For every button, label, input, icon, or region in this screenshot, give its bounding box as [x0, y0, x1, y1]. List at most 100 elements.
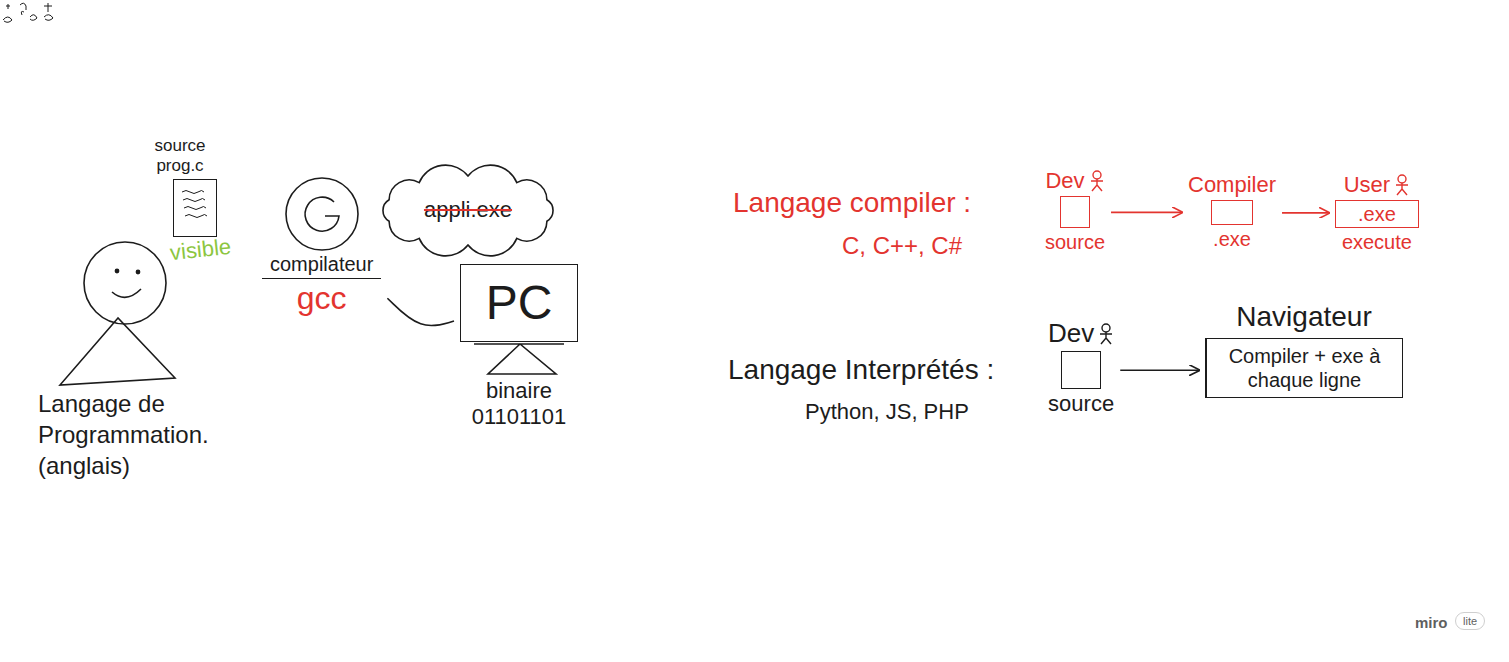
monitor-stand: [460, 342, 578, 378]
node-head-group: Dev: [1045, 168, 1104, 194]
node-head-group: Compiler: [1188, 172, 1276, 198]
node-caption: source: [1048, 391, 1114, 417]
node-foot-group: source: [1048, 391, 1114, 417]
node-caption: execute: [1342, 230, 1412, 254]
scribble: [44, 3, 53, 20]
person-body: [1091, 179, 1103, 191]
scribble: [6, 4, 10, 9]
node-text: appli.exe: [424, 197, 512, 223]
flow-arrow: [1111, 212, 1182, 214]
text-row: Navigateur: [1236, 300, 1371, 334]
small-box: .exe: [1335, 200, 1419, 228]
text-row: User: [1344, 172, 1410, 198]
watermark-badge: lite: [1455, 612, 1485, 630]
output-cloud: appli.exe: [372, 163, 564, 258]
person-body: [1100, 332, 1112, 344]
flow-arrow: [387, 298, 454, 325]
process-box: Dev source: [1048, 318, 1114, 418]
text-row: source prog.c: [144, 136, 216, 177]
text-row: .exe: [1213, 227, 1251, 251]
document-line: [182, 190, 204, 193]
section-heading: Langage Interprétés :: [728, 352, 994, 388]
gear-glyph: [305, 197, 339, 231]
stick-figure: [60, 242, 175, 385]
scribble: [30, 15, 37, 21]
small-box: [1060, 196, 1090, 228]
document-icon: [173, 179, 217, 237]
cloud-shape: appli.exe: [372, 163, 564, 258]
language-list: Python, JS, PHP: [805, 398, 969, 427]
node-heading: Dev: [1045, 168, 1084, 194]
document-lines: [174, 180, 215, 235]
text-row: compilateur: [262, 252, 381, 279]
node-text: PC: [486, 279, 553, 327]
person-head: [1102, 324, 1110, 332]
person-icon: [1394, 174, 1410, 196]
corner-scribble: [3, 3, 53, 22]
node-text: Compiler + exe à chaque ligne: [1217, 344, 1392, 392]
node-caption: compilateur: [262, 252, 381, 279]
node-heading: Compiler: [1188, 172, 1276, 198]
figure-body: [60, 318, 175, 385]
person-head: [1398, 175, 1406, 183]
computer-shape: PC: [460, 264, 578, 378]
document-line: [185, 214, 207, 217]
document-line: [184, 206, 206, 209]
text-row: appli.exe: [424, 197, 512, 223]
node-caption: gcc: [297, 279, 347, 317]
text-row: Compiler + exe à chaque ligne: [1217, 344, 1392, 392]
node-caption: .exe: [1213, 227, 1251, 251]
node-foot-group: source: [1045, 230, 1105, 254]
caption-label: Langage de Programmation. (anglais): [38, 388, 253, 482]
annotation-label: visible: [169, 233, 233, 268]
flow-arrow: [1282, 212, 1329, 214]
process-box: Compiler .exe: [1188, 172, 1276, 251]
node-head-group: Dev: [1048, 318, 1114, 349]
text-row: Dev: [1048, 318, 1114, 349]
scribble: [3, 17, 12, 22]
text-row: source: [1045, 230, 1105, 254]
compiler-circle: [284, 176, 360, 252]
node-foot-group: .exe: [1213, 227, 1251, 251]
node-heading: source prog.c: [144, 136, 216, 177]
person-head: [1093, 171, 1101, 179]
small-box: [1211, 200, 1253, 225]
node-text: .exe: [1358, 202, 1396, 226]
figure-eye: [136, 270, 139, 273]
node-caption: binaire 01101101: [464, 378, 574, 431]
node-head-group: source prog.c: [144, 136, 216, 177]
document-line: [183, 198, 205, 201]
section-heading: Langage compiler :: [733, 185, 971, 221]
computer-node: PC binaire 01101101: [460, 264, 578, 431]
compiler-symbol: [284, 176, 360, 252]
figure-head: [84, 242, 166, 324]
node-foot-group: compilateurgcc: [262, 252, 381, 317]
figure-smile: [112, 289, 141, 297]
person-body: [1396, 183, 1408, 195]
node-heading: User: [1344, 172, 1390, 198]
flow-arrow: [1120, 369, 1199, 371]
scribble: [20, 3, 26, 15]
node-foot-group: execute: [1342, 230, 1412, 254]
text-row: gcc: [297, 279, 347, 317]
monitor-screen: PC: [460, 264, 578, 342]
text-row: binaire 01101101: [464, 378, 574, 431]
source-file: source prog.c: [143, 136, 217, 237]
process-box: Dev source: [1045, 168, 1105, 254]
language-list: C, C++, C#: [842, 230, 962, 261]
compiler-node: compilateurgcc: [262, 176, 381, 317]
browser-box: NavigateurCompiler + exe à chaque ligne: [1205, 300, 1403, 398]
node-foot-group: binaire 01101101: [464, 378, 574, 431]
node-head-group: Navigateur: [1236, 300, 1371, 334]
figure-eye: [115, 269, 118, 272]
watermark: miro: [1415, 613, 1448, 633]
text-row: source: [1048, 391, 1114, 417]
node-heading: Dev: [1048, 318, 1094, 349]
browser-frame: Compiler + exe à chaque ligne: [1205, 338, 1403, 398]
process-box: User .exe execute: [1335, 172, 1419, 254]
person-icon: [1098, 323, 1114, 345]
text-row: Compiler: [1188, 172, 1276, 198]
text-row: .exe: [1358, 202, 1396, 226]
text-row: execute: [1342, 230, 1412, 254]
text-row: Dev: [1045, 168, 1104, 194]
